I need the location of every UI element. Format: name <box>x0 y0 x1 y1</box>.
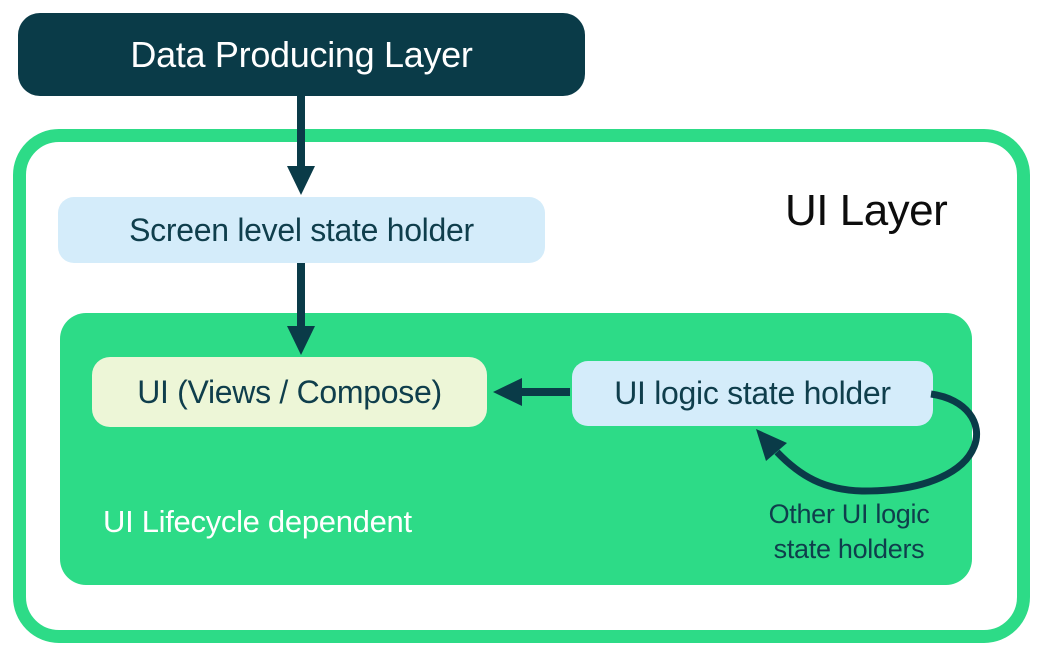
node-ui-logic-state-holder-label: UI logic state holder <box>614 375 891 411</box>
node-ui-views-compose-label: UI (Views / Compose) <box>137 373 442 410</box>
ui-lifecycle-dependent-label: UI Lifecycle dependent <box>103 504 412 539</box>
other-ui-logic-line1: Other UI logic <box>768 499 930 529</box>
node-screen-level-state-holder-label: Screen level state holder <box>129 211 474 248</box>
node-ui-logic-state-holder: UI logic state holder <box>572 361 933 426</box>
other-ui-logic-line2: state holders <box>773 534 925 564</box>
node-screen-level-state-holder: Screen level state holder <box>58 197 545 263</box>
node-ui-views-compose: UI (Views / Compose) <box>92 357 487 427</box>
other-ui-logic-state-holders-label: Other UI logic state holders <box>733 497 965 567</box>
node-data-producing-layer-label: Data Producing Layer <box>130 33 473 75</box>
ui-layer-title: UI Layer <box>785 186 948 235</box>
node-data-producing-layer: Data Producing Layer <box>18 13 585 96</box>
